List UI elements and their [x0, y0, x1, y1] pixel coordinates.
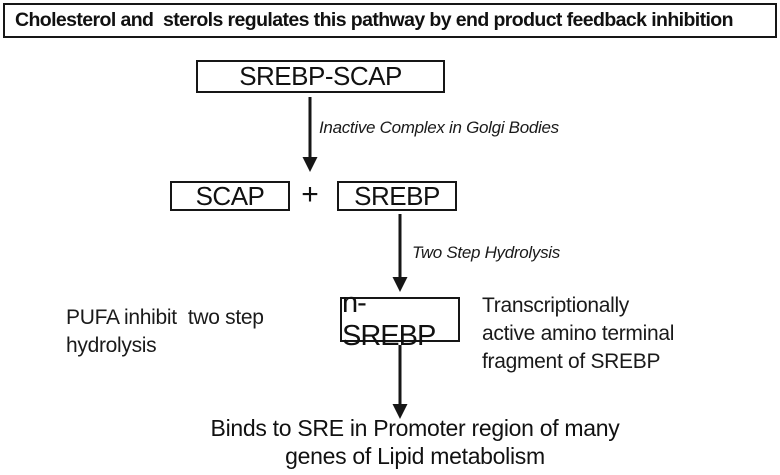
- label-inactive-complex: Inactive Complex in Golgi Bodies: [319, 118, 559, 137]
- result-line2: genes of Lipid metabolism: [285, 443, 545, 469]
- plus-sign: +: [301, 178, 319, 211]
- node-srebp-scap: SREBP-SCAP: [196, 60, 445, 93]
- node-srebp: SREBP: [337, 181, 457, 211]
- note-transcript-line3: fragment of SREBP: [482, 350, 661, 373]
- title-banner: Cholesterol and sterols regulates this p…: [3, 3, 777, 38]
- note-pufa: PUFA inhibit two step hydrolysis: [66, 304, 264, 360]
- note-transcript-line1: Transcriptionally: [482, 294, 630, 317]
- note-transcriptionally: Transcriptionally active amino terminal …: [482, 292, 674, 376]
- title-text: Cholesterol and sterols regulates this p…: [15, 9, 734, 31]
- label-two-step-hydrolysis: Two Step Hydrolysis: [412, 243, 560, 262]
- note-transcript-line2: active amino terminal: [482, 322, 675, 345]
- node-n-srebp: n-SREBP: [340, 287, 460, 352]
- node-scap: SCAP: [170, 181, 290, 211]
- result-line1: Binds to SRE in Promoter region of many: [210, 415, 620, 441]
- note-pufa-line1: PUFA inhibit two step: [66, 306, 264, 329]
- result-text: Binds to SRE in Promoter region of many …: [90, 414, 740, 470]
- note-pufa-line2: hydrolysis: [66, 334, 157, 357]
